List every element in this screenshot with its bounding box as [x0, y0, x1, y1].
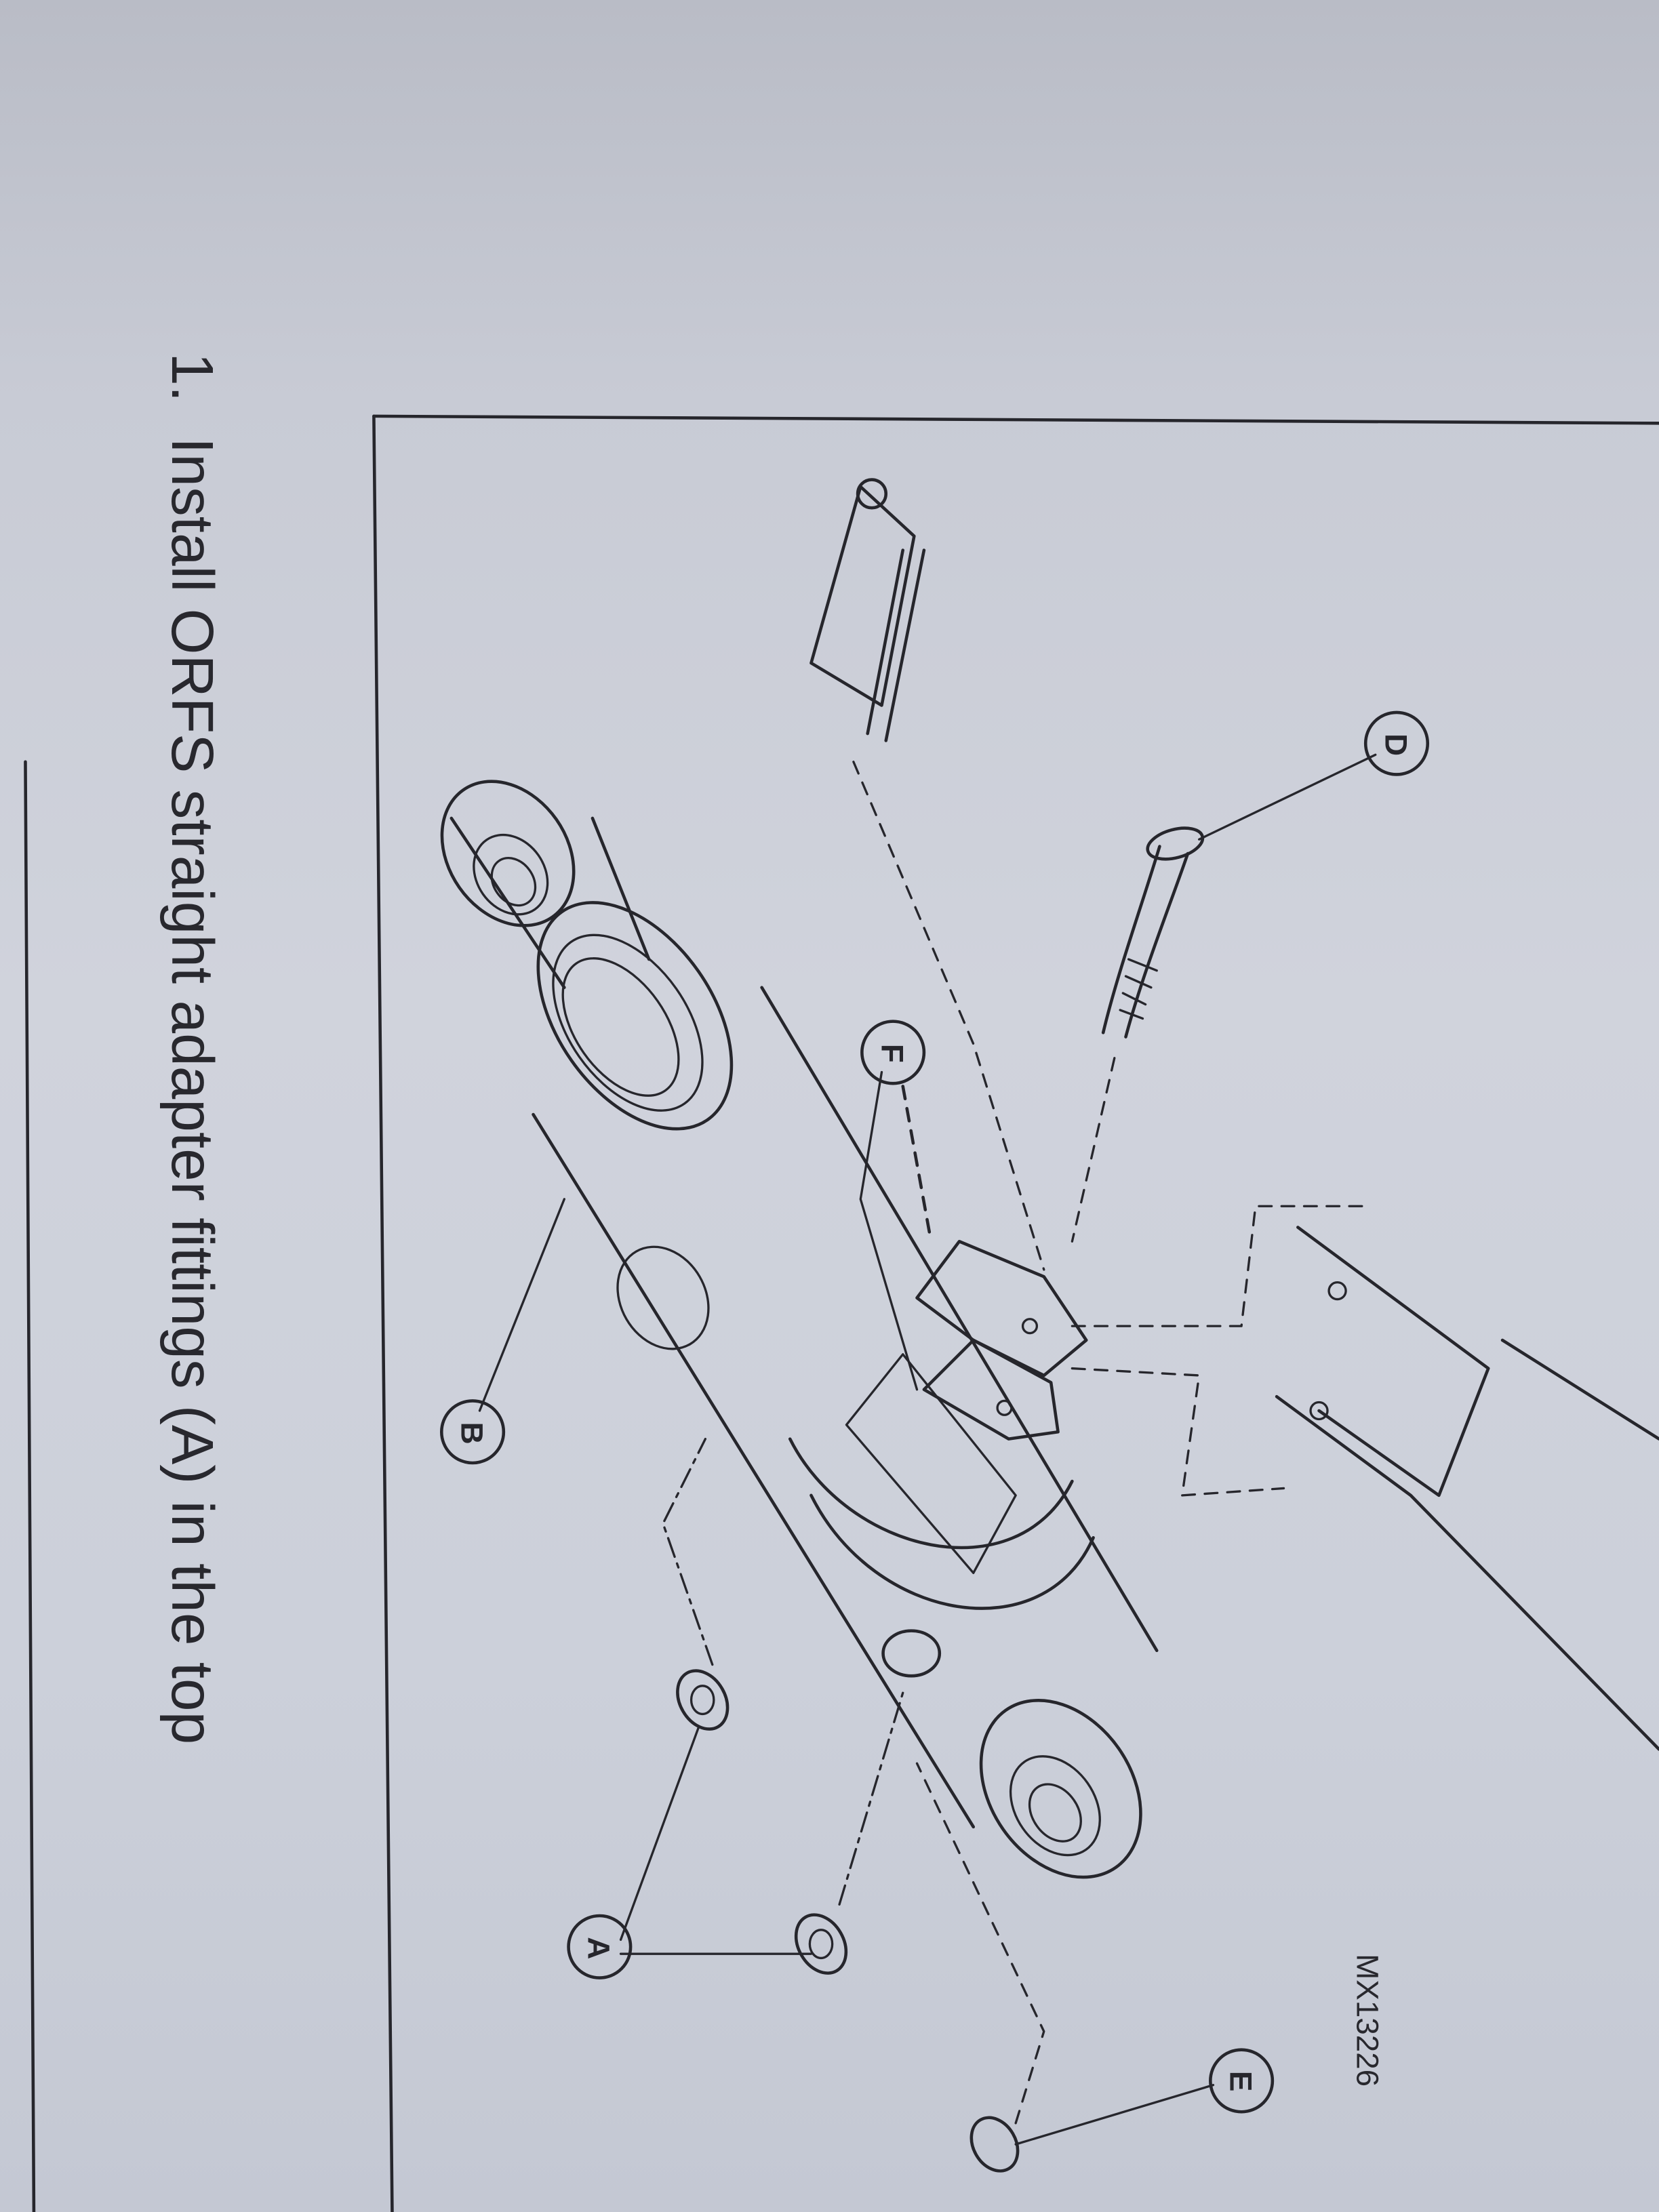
svg-text:F: F — [875, 1044, 909, 1063]
mounting-bracket — [915, 1239, 1088, 1441]
exploded-diagram — [440, 478, 1659, 2173]
figure-code: MX13226 — [1351, 1954, 1385, 2087]
callout-f: F — [860, 1020, 926, 1085]
callout-e: E — [1209, 2048, 1275, 2114]
svg-text:B: B — [454, 1422, 489, 1445]
svg-text:D: D — [1378, 733, 1413, 756]
bolt — [1071, 826, 1205, 1243]
svg-text:A: A — [582, 1937, 616, 1959]
callout-b: B — [439, 1399, 506, 1465]
adapter-fitting-upper — [662, 1437, 729, 1731]
instruction-text: Install ORFS straight adapter fittings (… — [159, 437, 226, 1744]
callout-a: A — [567, 1914, 633, 1979]
figure-frame-left — [372, 414, 394, 2212]
cylinder-rod-end — [440, 780, 734, 1131]
instruction-step-number: 1. — [159, 353, 226, 402]
nut-e — [915, 1762, 1045, 2173]
adapter-fitting-lower — [794, 1691, 904, 1975]
pin-with-tag — [809, 478, 1045, 1271]
left-margin-rule — [24, 760, 36, 2212]
callout-d: D — [1363, 710, 1430, 776]
cylinder-barrel — [532, 986, 1159, 1879]
boom-arm — [1071, 1205, 1659, 1751]
figure-frame-top — [372, 414, 1659, 425]
svg-text:E: E — [1223, 2071, 1258, 2092]
